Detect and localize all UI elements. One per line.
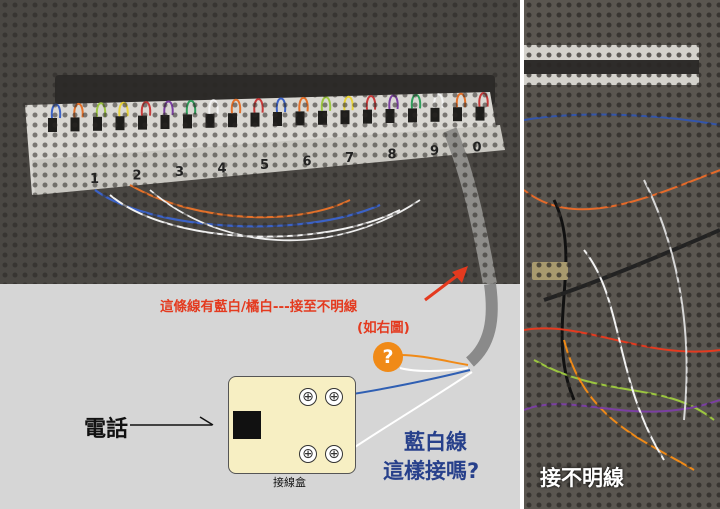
perforated-panel	[0, 0, 520, 284]
screw-terminal-icon: ⊕	[325, 388, 343, 406]
question-badge-icon: ?	[373, 342, 403, 372]
terminal-block-photo: 1234567890	[0, 0, 520, 284]
unknown-wires-photo	[524, 0, 720, 509]
question-text-line1: 藍白線	[404, 430, 467, 454]
screw-terminal-icon: ⊕	[299, 388, 317, 406]
note-text-line2: (如右圖)	[357, 320, 410, 336]
unknown-wire-caption: 接不明線	[540, 466, 624, 490]
note-text: 這條線有藍白/橘白---接至不明線	[160, 299, 358, 315]
pointer-arrow-icon	[424, 270, 463, 302]
question-text-line2: 這樣接嗎?	[383, 459, 480, 483]
perforated-panel-right	[524, 0, 720, 509]
rj11-jack-icon	[233, 411, 261, 439]
phone-label: 電話	[84, 417, 129, 442]
screw-terminal-icon: ⊕	[325, 445, 343, 463]
junction-box: ⊕ ⊕ ⊕ ⊕	[228, 376, 356, 474]
junction-box-label: 接線盒	[273, 476, 306, 489]
screw-terminal-icon: ⊕	[299, 445, 317, 463]
